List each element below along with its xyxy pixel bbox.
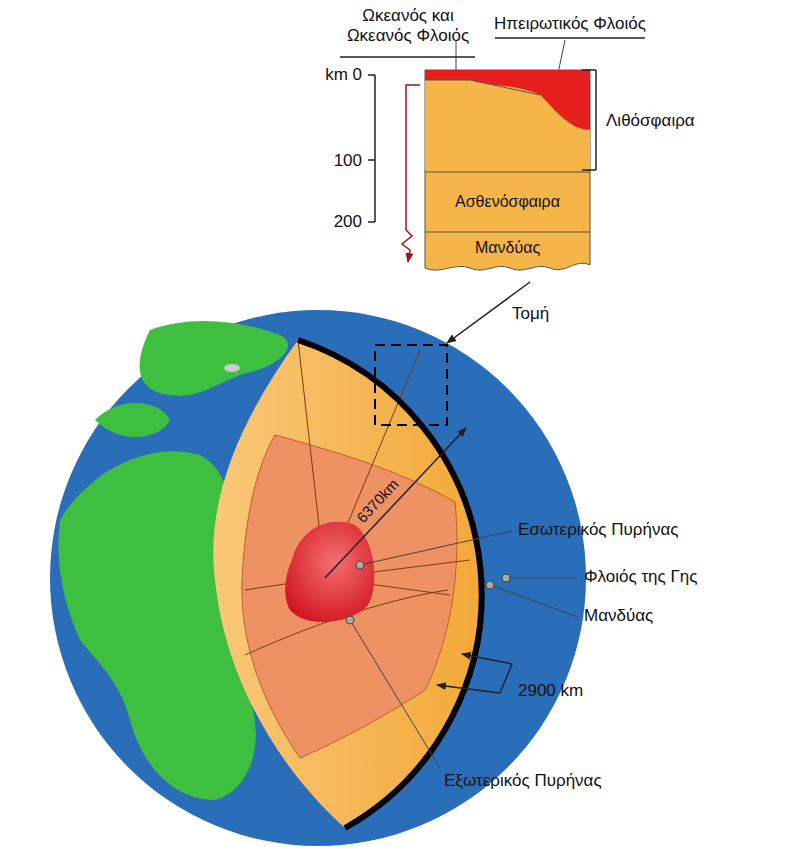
layer-band: Μανδύας bbox=[426, 233, 589, 263]
layer-band: Ασθενόσφαιρα bbox=[426, 173, 589, 231]
callout-label: Εσωτερικός Πυρήνας bbox=[518, 520, 679, 540]
layer-name: Ασθενόσφαιρα bbox=[455, 193, 560, 211]
callout-label: Μανδύας bbox=[584, 606, 653, 626]
layer-name: Μανδύας bbox=[475, 239, 540, 257]
depth-value: km 0 bbox=[325, 65, 362, 85]
depth-value: 200 bbox=[334, 212, 362, 232]
layer-label: Λιθόσφαιρα bbox=[606, 111, 695, 131]
section-label: Τομή bbox=[512, 304, 549, 324]
callout-label: Εξωτερικός Πυρήνας bbox=[444, 771, 602, 791]
crust-heading: Ωκεανός και Ωκεανός Φλοιός bbox=[338, 6, 478, 47]
dimension-label: 2900 km bbox=[518, 681, 583, 701]
crust-heading: Ηπειρωτικός Φλοιός bbox=[494, 14, 646, 34]
callout-label: Φλοιός της Γης bbox=[584, 567, 698, 587]
depth-value: 100 bbox=[334, 151, 362, 171]
